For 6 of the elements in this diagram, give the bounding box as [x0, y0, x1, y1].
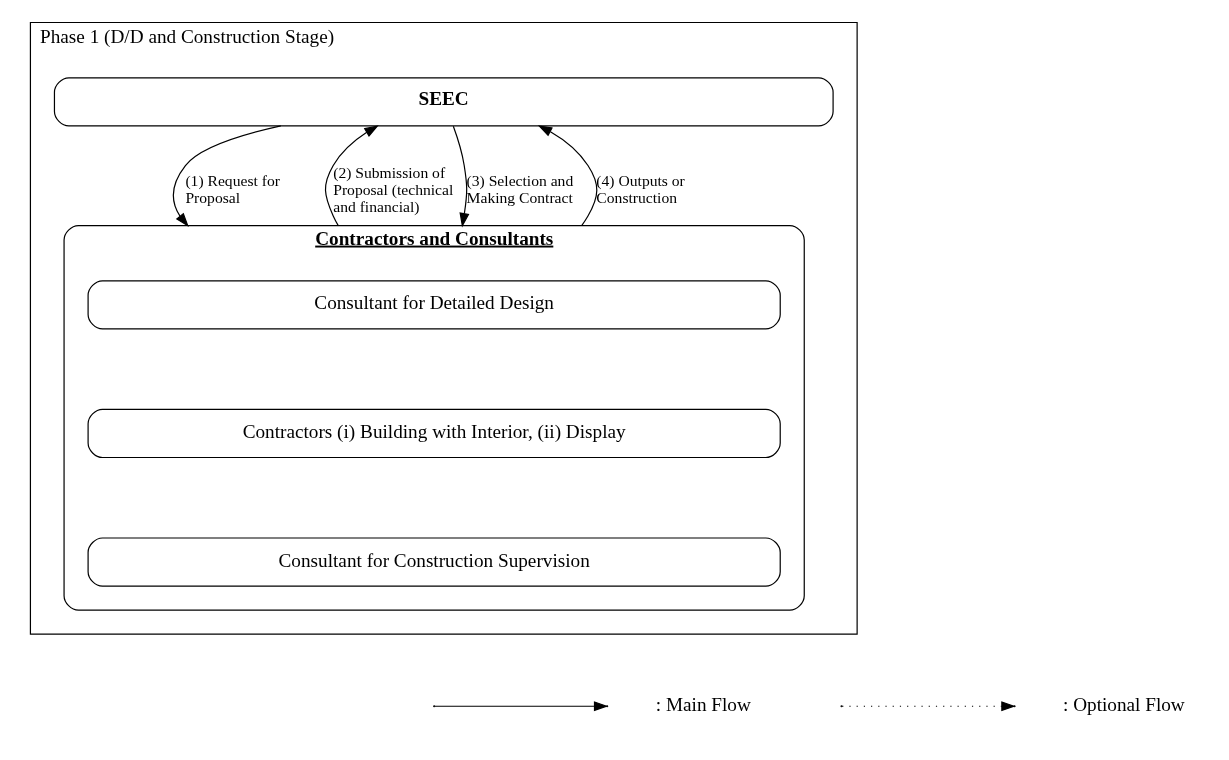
edge-label: (3) Selection and Making Contract: [466, 172, 573, 207]
legend-label: : Optional Flow: [1062, 693, 1185, 715]
legend-label: : Main Flow: [655, 693, 751, 715]
edge-label: (1) Request for Proposal: [184, 172, 280, 207]
edge-label: (2) Submission of Proposal (technical and financial): [332, 164, 453, 215]
edge-label: (4) Outputs or Construction: [595, 172, 685, 207]
